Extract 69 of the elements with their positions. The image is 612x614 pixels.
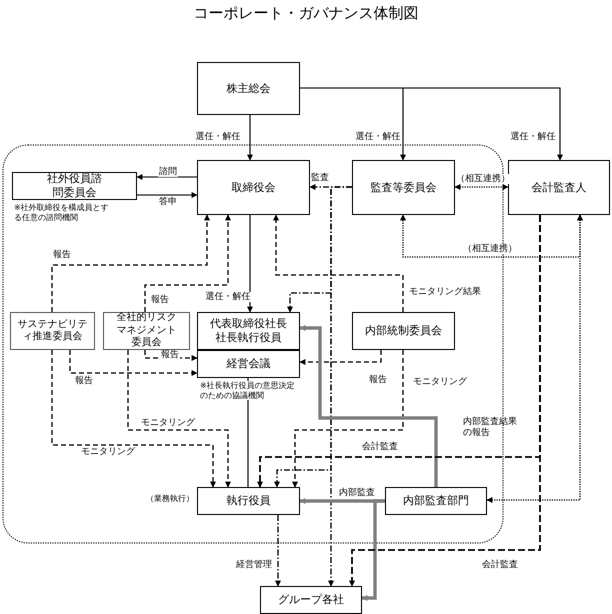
- connector-arrow: [299, 325, 438, 487]
- edge-label: 答申: [158, 196, 178, 208]
- edge-label: 内部監査: [338, 488, 376, 498]
- diagram-title: コーポレート・ガバナンス体制図: [192, 4, 420, 23]
- box-label: 社外役員諮問委員会: [47, 172, 102, 200]
- process-box: [385, 487, 487, 515]
- connector-arrow: [454, 184, 509, 190]
- box-label: 代表取締役社長社長執行役員: [210, 317, 287, 345]
- box-label: 全社的リスクマネジメント委員会: [116, 312, 176, 350]
- process-box: [352, 160, 455, 215]
- edge-label: モニタリング結果: [408, 286, 482, 298]
- connector-arrow: [144, 214, 231, 312]
- edge-label: 選任・解任: [194, 132, 242, 142]
- connector-arrow: [300, 87, 563, 161]
- edge-label: 報告: [368, 374, 388, 386]
- edge-label: 会計監査: [361, 442, 399, 452]
- connector-arrow: [361, 499, 385, 601]
- connector-arrow: [51, 350, 216, 488]
- edge-label: 会計監査: [481, 560, 519, 570]
- edge-label: 諮問: [158, 166, 178, 178]
- box-label: グループ各社: [278, 593, 344, 607]
- connector-arrow: [247, 115, 253, 161]
- process-box: [508, 160, 610, 215]
- connector-arrow: [273, 214, 404, 312]
- box-label: 株主総会: [226, 82, 270, 96]
- connector-arrow: [69, 350, 198, 376]
- process-box: [197, 62, 300, 115]
- edge-label: 報告: [52, 250, 72, 260]
- box-label: 会計監査人: [532, 180, 586, 194]
- edge-label: 監査: [310, 172, 330, 184]
- edge-label: モニタリング: [140, 418, 196, 428]
- process-box: [352, 312, 455, 350]
- edge-label: 選任・解任: [510, 132, 556, 142]
- edge-label: 報告: [150, 294, 170, 306]
- connector-arrow: [299, 350, 382, 365]
- connector-arrow: [349, 215, 541, 587]
- edge-label: 内部監査結果の報告: [462, 417, 518, 439]
- box-label: 監査等委員会: [370, 180, 436, 194]
- edge-label: 選任・解任: [204, 292, 252, 302]
- edge-label: 経営管理: [235, 560, 273, 570]
- process-box: [197, 487, 300, 515]
- process-box: [197, 350, 300, 378]
- connector-arrow: [247, 215, 253, 313]
- box-label: 執行役員: [226, 494, 270, 508]
- box-label: 内部統制委員会: [365, 324, 442, 338]
- connector-arrow: [400, 214, 583, 258]
- connector-arrow: [51, 214, 210, 312]
- edge-label: モニタリング: [80, 446, 136, 458]
- edge-label: 報告: [160, 350, 180, 360]
- connector-arrow: [275, 515, 281, 587]
- box-label: 内部監査部門: [403, 494, 469, 508]
- edge-label: 報告: [74, 376, 94, 386]
- box-label: 経営会議: [226, 357, 270, 371]
- edge-label: 選任・解任: [354, 132, 402, 142]
- process-box: [12, 172, 137, 200]
- connector-arrow: [137, 192, 198, 198]
- connector-arrow: [127, 350, 231, 488]
- connector-arrow: [136, 174, 197, 180]
- connector-arrow: [144, 350, 198, 361]
- box-label: 取締役会: [232, 180, 276, 194]
- connector-arrow: [328, 186, 352, 587]
- process-box: [103, 312, 190, 350]
- connector-arrow: [292, 350, 404, 488]
- edge-label: モニタリング: [412, 376, 468, 388]
- process-box: [197, 160, 310, 215]
- box-label: サステナビリティ推進委員会: [18, 318, 88, 344]
- process-box: [260, 586, 362, 614]
- process-box: [197, 312, 300, 350]
- process-box: [10, 312, 95, 350]
